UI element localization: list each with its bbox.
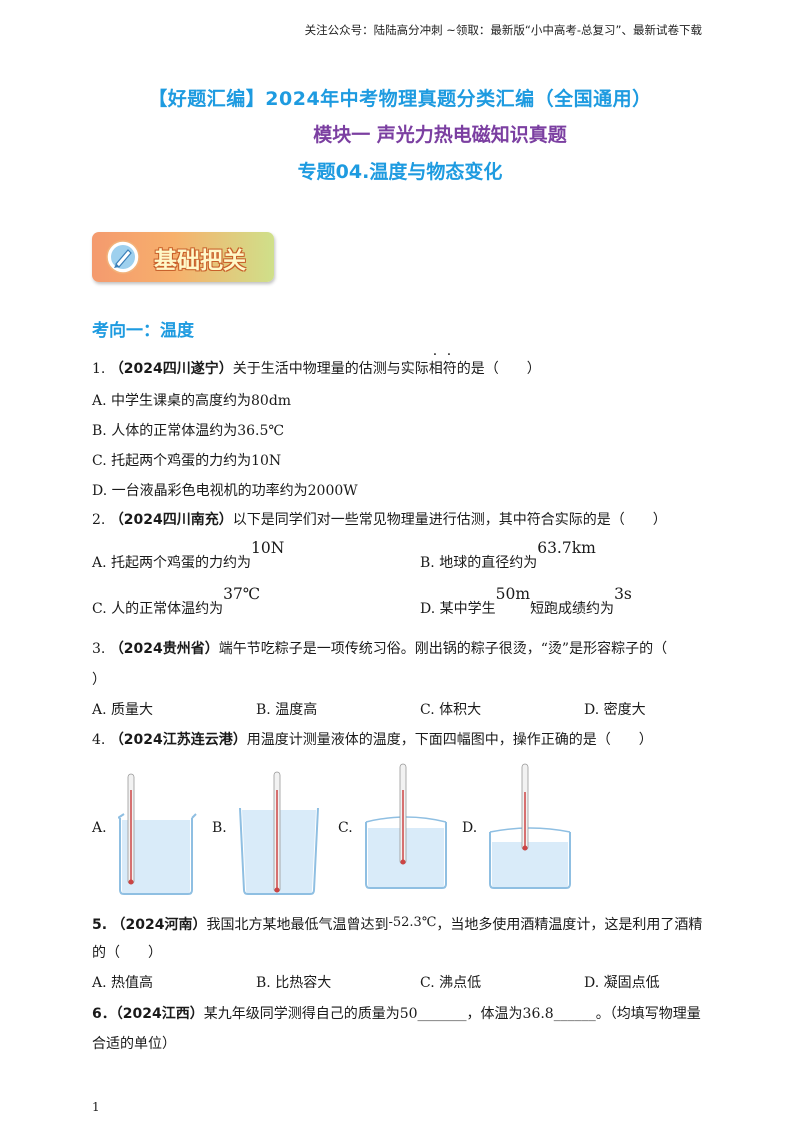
q3-stem-end: ） <box>92 672 106 688</box>
q3-option-b: B. 温度高 <box>256 702 318 718</box>
section-heading: 考向一：温度 <box>92 321 194 341</box>
q4-option-c-label: C. <box>338 820 353 836</box>
q3-option-a: A. 质量大 <box>92 702 154 718</box>
q4-option-b-label: B. <box>212 820 227 836</box>
question-6: 6．（2024江西）某九年级同学测得自己的质量为50_______，体温为36.… <box>92 1006 701 1022</box>
section-badge: 基础把关 <box>92 232 274 282</box>
q2-option-c: C. 人的正常体温约为37℃ <box>92 585 261 617</box>
q3-option-d: D. 密度大 <box>584 702 646 718</box>
q4-option-a-label: A. <box>92 820 107 836</box>
q5-option-b: B. 比热容大 <box>256 975 332 991</box>
q2-option-a: A. 托起两个鸡蛋的力约为10N <box>92 539 285 571</box>
header-note: 关注公众号：陆陆高分冲刺 ~领取：最新版“小中高考-总复习”、最新试卷下载 <box>304 23 702 37</box>
doc-title: 【好题汇编】2024年中考物理真题分类汇编（全国通用） <box>148 88 652 110</box>
question-3: 3. （2024贵州省）端午节吃粽子是一项传统习俗。刚出锅的粽子很烫，“烫”是形… <box>92 641 668 657</box>
q5-option-d: D. 凝固点低 <box>584 975 660 991</box>
beaker-image-c <box>365 763 447 889</box>
topic-title: 专题04.温度与物态变化 <box>297 161 503 183</box>
beaker-image-b <box>239 771 319 895</box>
q5-option-a: A. 热值高 <box>92 975 154 991</box>
question-4: 4. （2024江苏连云港）用温度计测量液体的温度，下面四幅图中，操作正确的是（… <box>92 732 653 748</box>
question-1: 1. （2024四川遂宁）关于生活中物理量的估测与实际相符的是（ ） <box>92 358 541 378</box>
beaker-image-d <box>489 763 571 889</box>
pen-icon <box>106 240 140 274</box>
q3-option-c: C. 体积大 <box>420 702 482 718</box>
page-number: 1 <box>92 1100 100 1114</box>
q1-option-a: A. 中学生课桌的高度约为80dm <box>92 393 292 409</box>
q2-option-b: B. 地球的直径约为63.7km <box>420 539 596 571</box>
q2-option-d: D. 某中学生50m短跑成绩约为3s <box>420 585 632 617</box>
q1-option-c: C. 托起两个鸡蛋的力约为10N <box>92 453 282 469</box>
question-2: 2. （2024四川南充）以下是同学们对一些常见物理量进行估测，其中符合实际的是… <box>92 512 667 528</box>
badge-label: 基础把关 <box>154 248 246 274</box>
question-5: 5. （2024河南）我国北方某地最低气温曾达到-52.3℃，当地多使用酒精温度… <box>92 915 703 933</box>
module-title: 模块一 声光力热电磁知识真题 <box>313 124 567 146</box>
q5-option-c: C. 沸点低 <box>420 975 482 991</box>
beaker-image-a <box>118 773 197 895</box>
q5-stem-end: 的（ ） <box>92 945 162 961</box>
q6-stem-end: 合适的单位） <box>92 1036 176 1052</box>
q4-option-d-label: D. <box>462 820 478 836</box>
q1-option-d: D. 一台液晶彩色电视机的功率约为2000W <box>92 483 358 499</box>
q1-option-b: B. 人体的正常体温约为36.5℃ <box>92 423 285 439</box>
